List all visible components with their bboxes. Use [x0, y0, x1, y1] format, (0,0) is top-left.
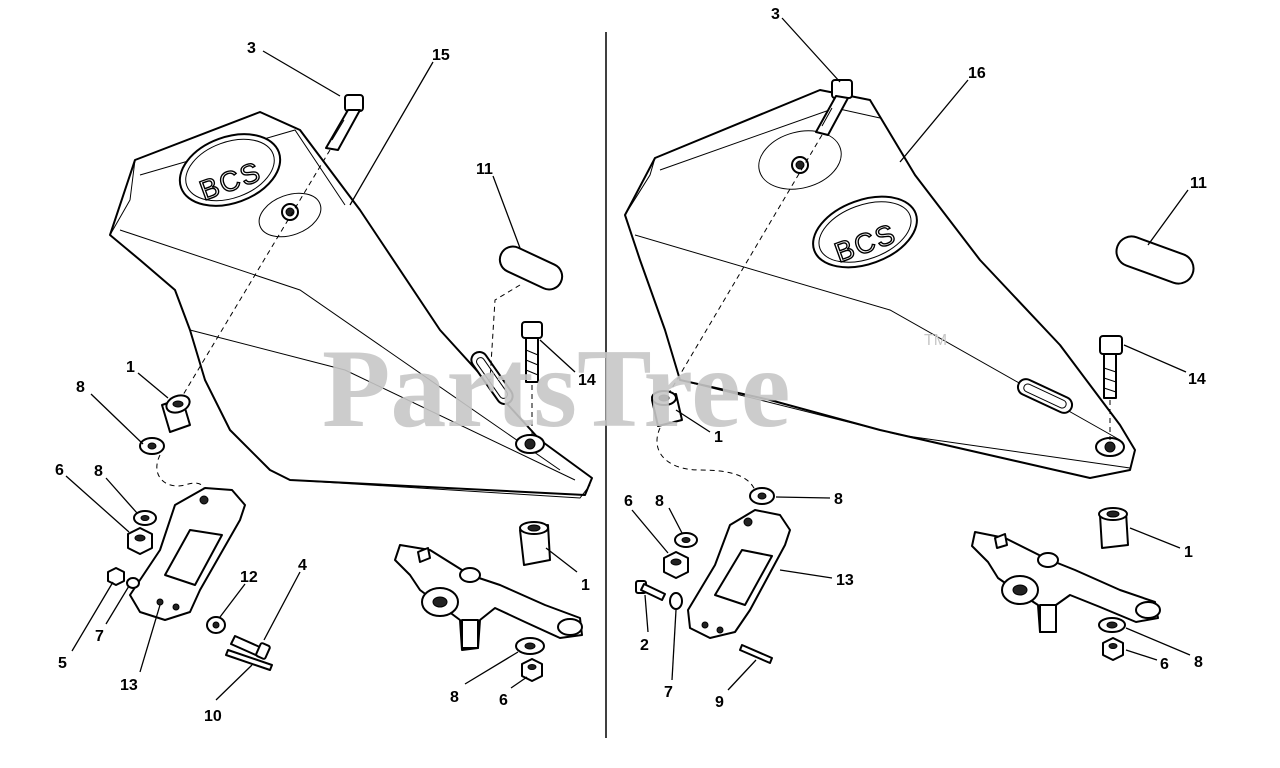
left-spacer-1-lower[interactable] — [519, 521, 551, 566]
right-guard[interactable]: BCS — [624, 89, 1136, 479]
right-callout-3: 3 — [771, 6, 780, 23]
left-spacer-1-upper[interactable] — [161, 392, 192, 433]
right-callout-1-lower: 1 — [1184, 544, 1193, 561]
right-washer-7[interactable] — [669, 592, 683, 610]
left-callout-6-lower: 6 — [499, 692, 508, 709]
left-callout-7: 7 — [95, 628, 104, 645]
right-pin-9[interactable] — [739, 644, 773, 664]
left-callout-8-lower: 8 — [450, 689, 459, 706]
left-caster-arm[interactable] — [394, 544, 583, 651]
right-nut-6[interactable] — [663, 551, 689, 579]
right-callout-14: 14 — [1188, 371, 1206, 388]
left-callout-4: 4 — [298, 557, 307, 574]
right-callout-2: 2 — [640, 637, 649, 654]
right-callout-8-mid: 8 — [655, 493, 664, 510]
left-washer-8-mid[interactable] — [133, 510, 157, 526]
right-callout-16: 16 — [968, 65, 986, 82]
right-bolt-3[interactable] — [815, 79, 853, 136]
right-washer-8-mid[interactable] — [674, 532, 698, 548]
right-callout-8-lower: 8 — [1194, 654, 1203, 671]
left-bracket-13[interactable] — [129, 487, 246, 621]
left-guard[interactable]: BCS — [109, 111, 593, 499]
left-callout-8-mid: 8 — [94, 463, 103, 480]
left-key-11[interactable] — [496, 242, 567, 293]
left-nut-6[interactable] — [127, 527, 153, 555]
left-washer-8-lower[interactable] — [515, 637, 545, 655]
left-nut-6-lower[interactable] — [521, 658, 543, 682]
left-callout-15: 15 — [432, 47, 450, 64]
left-callout-6-upper: 6 — [55, 462, 64, 479]
right-key-11[interactable] — [1112, 232, 1197, 288]
right-washer-8-upper[interactable] — [749, 487, 775, 505]
left-pin-10[interactable] — [225, 649, 273, 671]
right-bolt-2[interactable] — [635, 580, 666, 601]
right-nut-6-lower[interactable] — [1102, 637, 1124, 661]
left-callout-1-upper: 1 — [126, 359, 135, 376]
right-spacer-1-upper[interactable] — [651, 390, 683, 427]
right-callout-11: 11 — [1190, 175, 1207, 192]
left-assembly: BCS — [55, 40, 596, 725]
right-callout-6-lower: 6 — [1160, 656, 1169, 673]
right-callout-8-upper: 8 — [834, 491, 843, 508]
left-callout-10: 10 — [204, 708, 222, 725]
right-callout-9: 9 — [715, 694, 724, 711]
left-callout-13: 13 — [120, 677, 138, 694]
watermark-tm: TM — [924, 332, 947, 349]
left-washer-8-upper[interactable] — [139, 437, 165, 455]
watermark: PartsTree TM — [322, 327, 947, 451]
left-callout-14: 14 — [578, 372, 596, 389]
left-bolt-3[interactable] — [325, 94, 364, 151]
right-assembly: BCS — [624, 6, 1207, 711]
left-bolt-14[interactable] — [521, 321, 543, 383]
left-callout-11: 11 — [476, 161, 493, 178]
left-callout-12: 12 — [240, 569, 258, 586]
right-callout-1-upper: 1 — [714, 429, 723, 446]
left-washer-7[interactable] — [126, 577, 140, 589]
right-caster-arm[interactable] — [971, 531, 1161, 633]
right-washer-8-lower[interactable] — [1098, 617, 1126, 633]
left-callout-3: 3 — [247, 40, 256, 57]
watermark-text: PartsTree — [322, 327, 791, 451]
left-callout-1-lower: 1 — [581, 577, 590, 594]
left-callout-5: 5 — [58, 655, 67, 672]
right-bracket-13[interactable] — [687, 509, 791, 639]
right-spacer-1-lower[interactable] — [1098, 507, 1129, 549]
right-callout-6-upper: 6 — [624, 493, 633, 510]
right-callout-7: 7 — [664, 684, 673, 701]
right-callout-13: 13 — [836, 572, 854, 589]
left-washer-12[interactable] — [206, 616, 226, 634]
right-bolt-14[interactable] — [1099, 335, 1123, 399]
left-nut-5[interactable] — [107, 567, 125, 586]
logo-badge-left — [178, 133, 282, 207]
left-callout-8-upper: 8 — [76, 379, 85, 396]
left-bolt-4[interactable] — [230, 635, 271, 660]
